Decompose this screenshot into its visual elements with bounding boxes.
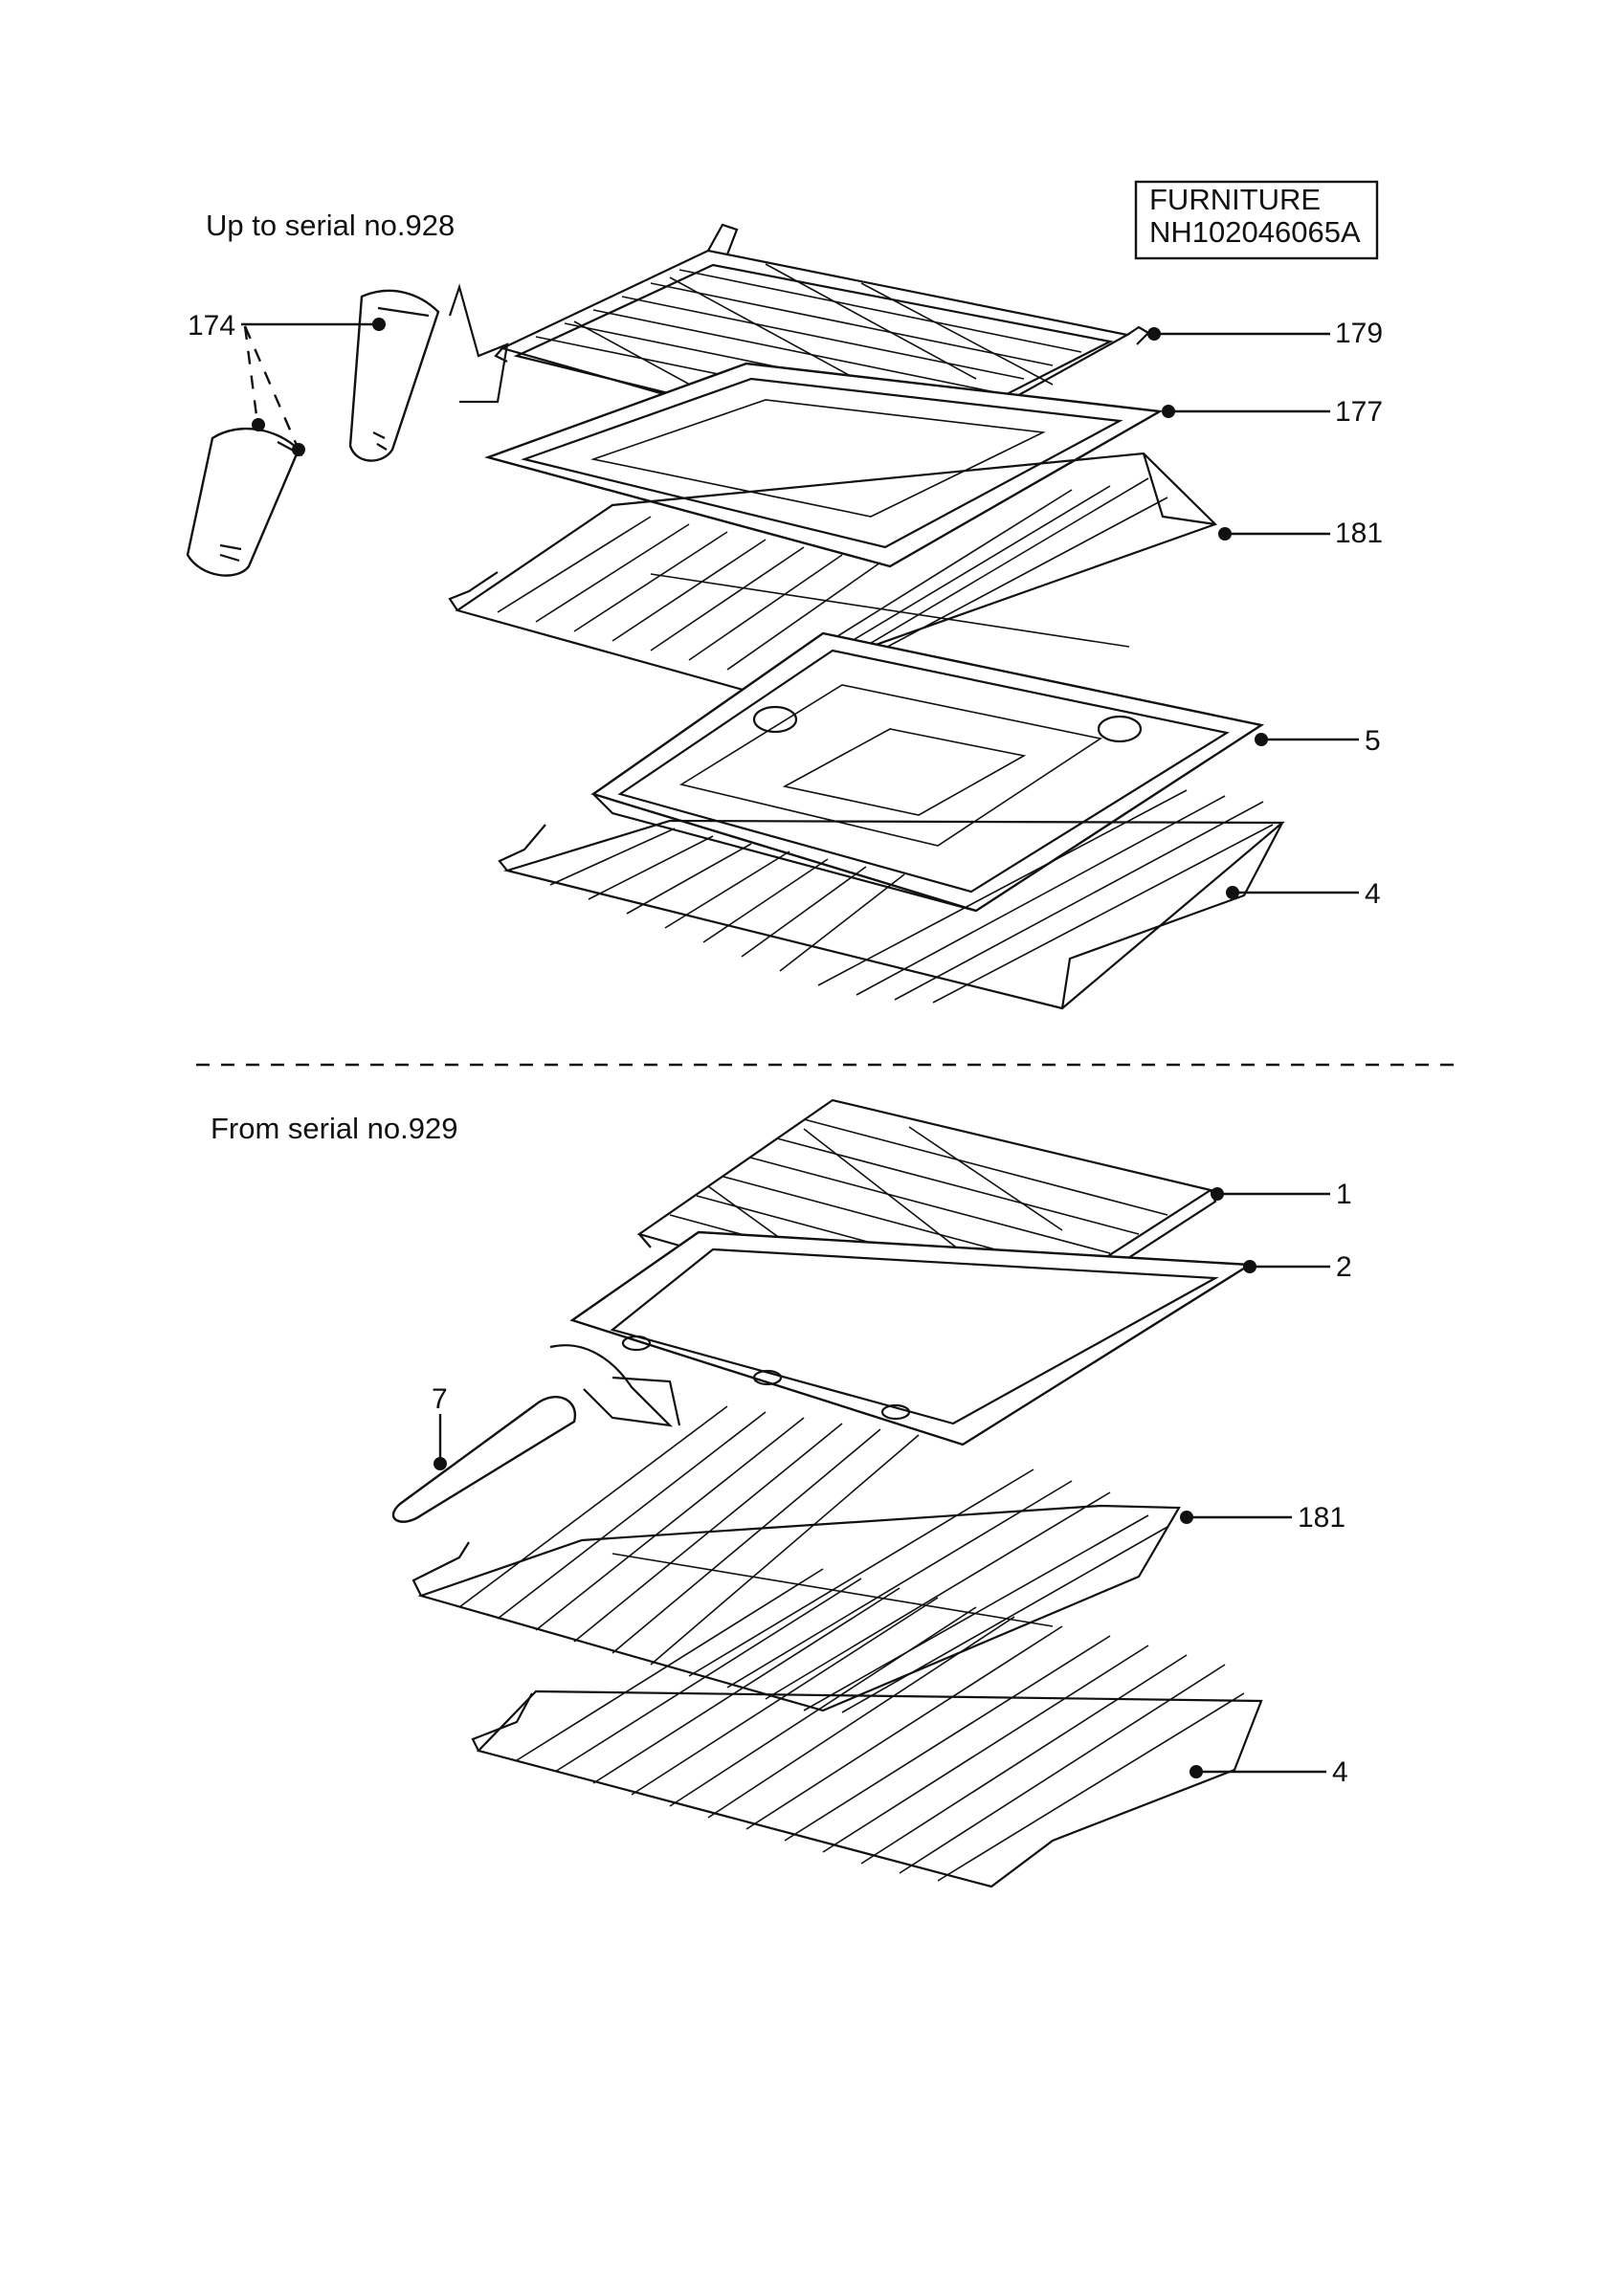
callout-1: 1 (1336, 1179, 1352, 1210)
callout-dots-lower (434, 1187, 1256, 1778)
callout-5: 5 (1365, 725, 1381, 757)
callout-181-lower: 181 (1298, 1502, 1345, 1534)
callout-2: 2 (1336, 1251, 1352, 1283)
callout-177: 177 (1335, 396, 1383, 428)
callout-7: 7 (432, 1383, 448, 1415)
part-4-lower-rack (471, 1568, 1263, 1888)
callout-174: 174 (188, 310, 235, 342)
section-heading-lower: From serial no.929 (211, 1112, 457, 1145)
section-heading-upper: Up to serial no.928 (206, 209, 455, 242)
title-line-1: FURNITURE (1149, 183, 1321, 216)
leaders-lower (438, 1192, 1330, 1774)
part-2-tray (569, 1230, 1254, 1446)
callout-4-upper: 4 (1365, 878, 1381, 910)
rack-4-lower-bars (516, 1568, 1245, 1882)
callout-181-upper: 181 (1335, 518, 1383, 549)
rack-181-lower-bars (458, 1405, 1168, 1713)
callout-179: 179 (1335, 318, 1383, 349)
part-5-roasting-pan (590, 631, 1265, 913)
part-177-tray (484, 362, 1164, 568)
part-174-handles (186, 283, 509, 577)
part-7-handle (392, 1344, 681, 1523)
title-line-2: NH102046065A (1149, 215, 1361, 249)
leaders-upper (241, 322, 1359, 894)
callout-4-lower: 4 (1332, 1756, 1348, 1788)
callout-dots-upper (252, 318, 1268, 899)
part-181-lower-rack (411, 1405, 1181, 1713)
title-box: FURNITURE NH102046065A (1134, 180, 1379, 260)
rack-4-bars (549, 789, 1274, 1004)
part-4-bottom-rack (498, 789, 1285, 1010)
